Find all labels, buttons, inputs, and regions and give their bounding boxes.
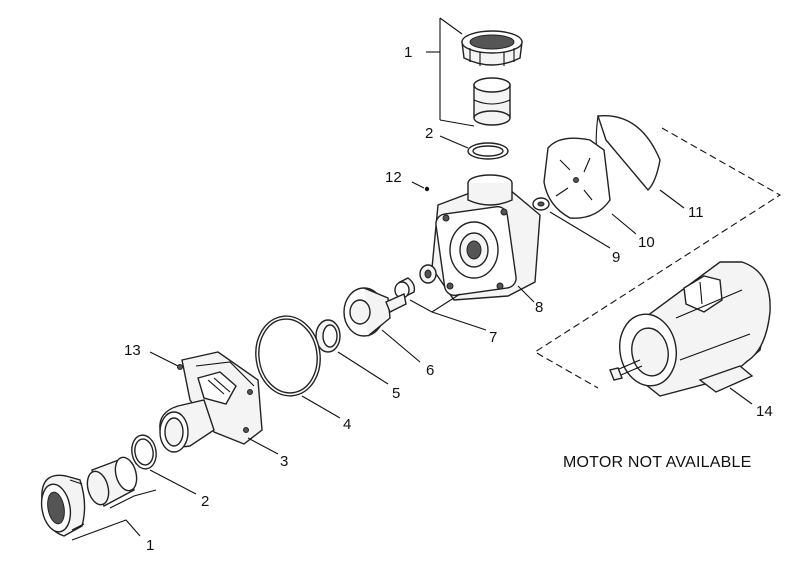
callout-12: 12 (385, 169, 402, 186)
part-washer-9 (532, 197, 550, 211)
leader-11 (659, 189, 685, 209)
bracket-1-bottom-upper (109, 489, 157, 509)
callout-1-top: 1 (404, 44, 412, 61)
leader-8 (517, 285, 535, 303)
part-oring-top (467, 142, 509, 160)
dashed-assembly-outline (533, 127, 782, 389)
part-wear-ring-5 (315, 319, 341, 353)
leader-13 (149, 351, 171, 363)
part-impeller-6 (343, 287, 407, 337)
part-tailpiece-top (473, 77, 511, 126)
leader-10 (611, 213, 637, 235)
leader-5 (337, 351, 389, 385)
part-tailpiece-bottom (86, 456, 138, 508)
callout-7: 7 (489, 329, 497, 346)
callout-14: 14 (756, 403, 773, 420)
part-screw-13 (169, 361, 183, 370)
leader-12 (411, 181, 425, 189)
callout-8: 8 (535, 299, 543, 316)
callout-9: 9 (612, 249, 620, 266)
callout-5: 5 (392, 385, 400, 402)
part-diffuser-plate-10 (543, 137, 611, 219)
leader-6 (381, 329, 421, 363)
part-oring-bottom (131, 434, 157, 470)
part-large-oring-4 (255, 315, 321, 397)
leader-3 (247, 437, 279, 455)
part-shaft-seal-7 (394, 264, 437, 299)
leader-9 (549, 211, 611, 249)
callout-11: 11 (688, 204, 704, 221)
part-union-nut-top (461, 30, 523, 66)
part-pump-housing (431, 174, 541, 301)
leader-4 (301, 395, 341, 419)
callout-13: 13 (124, 342, 141, 359)
leader-2-top (439, 135, 469, 149)
bracket-1-top (426, 17, 475, 127)
part-seal-plate-3 (159, 351, 263, 453)
callout-6: 6 (426, 362, 434, 379)
bracket-1-bottom-lower (71, 519, 141, 541)
part-motor-14 (609, 261, 771, 397)
callout-4: 4 (343, 416, 351, 433)
leader-7 (431, 311, 487, 331)
callout-2-top: 2 (425, 125, 433, 142)
callout-3: 3 (280, 453, 288, 470)
leader-14 (729, 387, 753, 405)
callout-2-bottom: 2 (201, 493, 209, 510)
callout-1-bottom: 1 (146, 537, 154, 554)
callout-10: 10 (638, 234, 655, 251)
part-union-nut-bottom (40, 474, 86, 537)
motor-not-available-note: MOTOR NOT AVAILABLE (563, 454, 751, 471)
leader-2-bottom (149, 469, 197, 495)
screw-dot-12 (424, 186, 430, 192)
